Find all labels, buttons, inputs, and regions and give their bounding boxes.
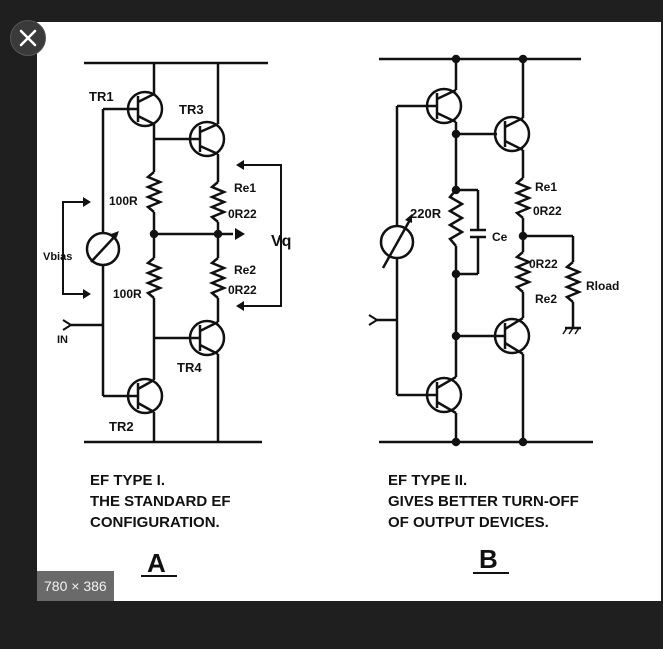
image-dimensions-badge: 780 × 386 [37,571,114,601]
transistor-tr2 [103,362,164,442]
resistor-220r [447,189,465,247]
close-icon [19,29,37,47]
resistor-rload [563,261,583,303]
resistor-100r-lower [144,257,164,299]
label-tr3: TR3 [179,102,204,117]
label-ce: Ce [492,230,508,244]
letter-a: A [147,548,166,578]
transistor-b-lower-output [456,316,531,442]
label-100r-upper: 100R [109,194,138,208]
label-re2-b: Re2 [535,292,557,306]
resistor-re1-b [513,177,533,219]
label-vbias: Vbias [43,251,72,263]
label-tr1: TR1 [89,89,114,104]
transistor-b-lower-driver [397,375,463,442]
label-re2-value: 0R22 [228,283,257,297]
resistor-re2 [208,257,228,299]
resistor-re1 [208,181,228,223]
label-re1-b: Re1 [535,180,557,194]
label-in: IN [57,334,68,346]
label-220r: 220R [410,206,442,221]
label-rload: Rload [586,279,619,293]
image-frame: TR1 TR2 TR3 TR4 100R 100R Re1 0R22 Re2 0… [37,22,661,601]
label-re1: Re1 [234,181,256,195]
close-button[interactable] [10,20,46,56]
circuit-a [62,61,282,444]
circuit-diagram: TR1 TR2 TR3 TR4 100R 100R Re1 0R22 Re2 0… [43,54,619,578]
transistor-b-upper-output [493,115,531,178]
label-tr2: TR2 [109,419,134,434]
caption-a-line1: EF TYPE I. [90,472,165,489]
transistor-b-upper-driver [397,87,463,125]
label-vq: Vq [271,233,291,250]
label-re1-b-value: 0R22 [533,204,562,218]
transistor-tr4 [154,319,226,442]
label-re2-b-value: 0R22 [529,257,558,271]
label-re2: Re2 [234,263,256,277]
caption-a-line2: THE STANDARD EF [90,493,231,510]
caption-b-line3: OF OUTPUT DEVICES. [388,514,549,531]
resistor-re2-b [513,251,533,293]
resistor-100r-upper [144,171,164,213]
transistor-tr3 [154,63,226,172]
vbias-meter-icon [85,231,121,267]
transistor-tr1 [103,63,164,140]
caption-b-line1: EF TYPE II. [388,472,467,489]
label-100r-lower: 100R [113,287,142,301]
letter-b: B [479,544,498,574]
caption-b-line2: GIVES BETTER TURN-OFF [388,493,579,510]
circuit-b [141,54,593,577]
vbias-meter-b-icon [379,214,415,269]
label-re1-value: 0R22 [228,207,257,221]
caption-a-line3: CONFIGURATION. [90,514,220,531]
label-tr4: TR4 [177,360,202,375]
